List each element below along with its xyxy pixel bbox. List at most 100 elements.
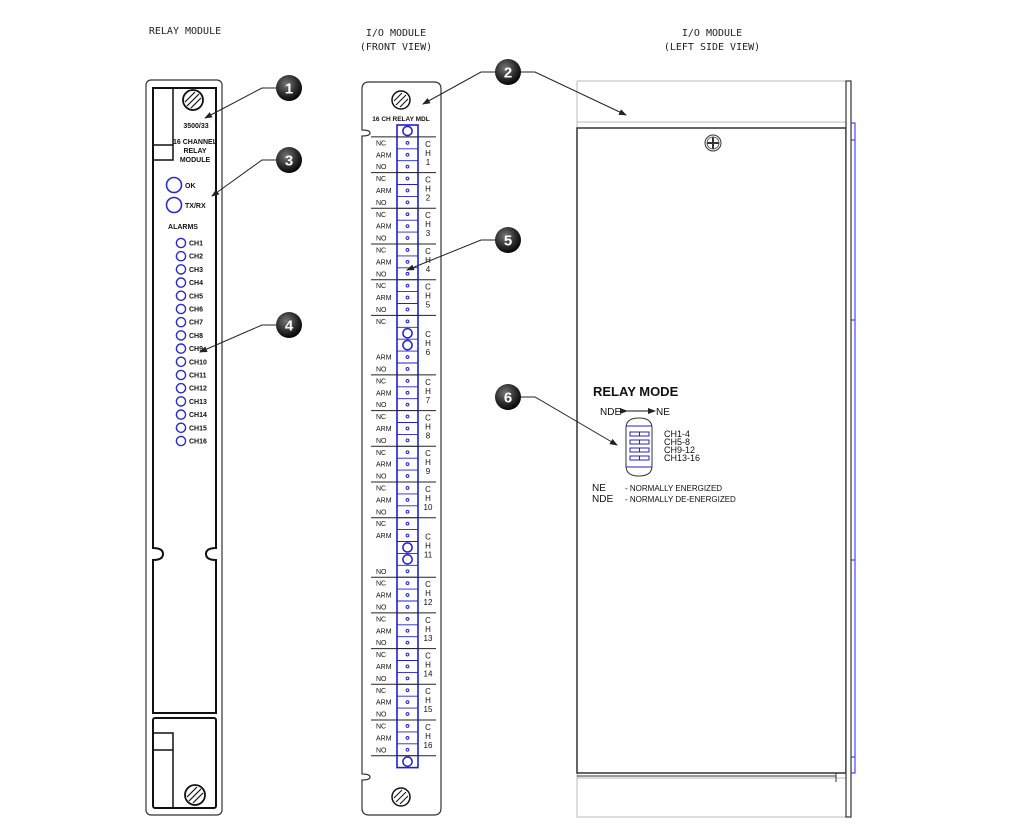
callout-6: 6 (495, 384, 521, 410)
terminal-contact[interactable] (405, 474, 410, 478)
terminal-contact[interactable] (405, 521, 410, 526)
terminal-contact[interactable] (405, 628, 410, 633)
channel-label-h: H (425, 541, 431, 550)
ne-label: NE (656, 407, 670, 418)
contact-label: NC (376, 283, 386, 290)
screw-icon (391, 90, 411, 110)
dip-switch[interactable] (629, 447, 650, 453)
terminal-contact[interactable] (405, 236, 410, 240)
terminal-contact[interactable] (405, 319, 410, 324)
terminal-contact[interactable] (405, 509, 410, 514)
alarm-led (175, 343, 187, 354)
terminal-contact[interactable] (405, 688, 410, 693)
contact-label: NO (376, 640, 387, 647)
terminal-contact[interactable] (405, 640, 410, 645)
dip-switch-label: CH1-4 (664, 429, 690, 439)
terminal-contact[interactable] (405, 307, 410, 312)
dip-switch[interactable] (629, 455, 650, 461)
channel-label: CH9 (425, 449, 431, 476)
contact-label: NC (376, 521, 386, 528)
alarm-led (175, 277, 187, 288)
terminal-contact[interactable] (405, 200, 410, 205)
callout-2: 2 (495, 59, 521, 85)
contact-label: NC (376, 450, 386, 457)
channel-number: 5 (426, 301, 431, 310)
terminal-contact[interactable] (405, 664, 410, 669)
terminal-contact[interactable] (405, 378, 410, 383)
callout-1: 1 (276, 75, 302, 101)
terminal-contact[interactable] (405, 724, 410, 728)
terminal-contact[interactable] (405, 271, 410, 276)
contact-label: ARM (376, 390, 392, 397)
ok-led (165, 176, 183, 194)
terminal-contact[interactable] (405, 652, 410, 657)
screw-icon (391, 787, 411, 807)
channel-label-h: H (425, 625, 431, 634)
contact-label: ARM (376, 628, 392, 635)
contact-label: ARM (376, 533, 392, 540)
alarm-led-label: CH4 (189, 280, 203, 287)
title-io-front: I/O MODULE (366, 28, 426, 39)
channel-label-h: H (425, 732, 431, 741)
terminal-contact[interactable] (405, 390, 410, 395)
terminal-contact[interactable] (405, 700, 410, 705)
terminal-contact[interactable] (405, 712, 410, 716)
terminal-contact[interactable] (405, 367, 410, 371)
terminal-contact[interactable] (405, 497, 410, 502)
contact-label: NC (376, 485, 386, 492)
channel-label-c: C (425, 247, 431, 256)
terminal-contact[interactable] (405, 188, 410, 193)
terminal-contact[interactable] (405, 676, 410, 681)
terminal-contact[interactable] (405, 355, 410, 359)
terminal-contact[interactable] (405, 735, 410, 740)
terminal-contact[interactable] (405, 248, 410, 252)
terminal-contact[interactable] (405, 605, 410, 609)
terminal-contact[interactable] (405, 593, 410, 597)
terminal-contact[interactable] (405, 581, 410, 586)
contact-label: ARM (376, 224, 392, 231)
contact-label: NC (376, 723, 386, 730)
channel-label: CH16 (424, 723, 433, 750)
channel-label-h: H (425, 256, 431, 265)
terminal-contact[interactable] (405, 569, 410, 574)
terminal-contact[interactable] (405, 414, 410, 419)
terminal-contact[interactable] (405, 426, 410, 431)
terminal-contact[interactable] (405, 486, 410, 490)
contact-label: NC (376, 140, 386, 147)
dip-switch[interactable] (629, 431, 650, 437)
title-io-side: I/O MODULE (682, 28, 742, 39)
terminal-contact[interactable] (405, 450, 410, 455)
terminal-contact[interactable] (405, 402, 410, 407)
terminal-contact[interactable] (405, 152, 410, 157)
alarm-led-label: CH12 (189, 386, 207, 393)
callout-number: 2 (504, 65, 512, 82)
terminal-contact[interactable] (405, 259, 410, 264)
terminal-contact[interactable] (405, 295, 410, 300)
terminal-contact[interactable] (405, 533, 410, 538)
subtitle-io-front: (FRONT VIEW) (360, 42, 432, 53)
contact-label: ARM (376, 259, 392, 266)
terminal-contact[interactable] (405, 140, 410, 145)
terminal-contact[interactable] (405, 747, 410, 752)
contact-label: ARM (376, 593, 392, 600)
alarm-led-label: CH16 (189, 439, 207, 446)
dip-switch[interactable] (629, 439, 650, 445)
terminal-contact[interactable] (405, 616, 410, 621)
channel-label-c: C (425, 413, 431, 422)
relay-mode-switch[interactable] (625, 417, 653, 477)
terminal-contact[interactable] (405, 176, 410, 181)
module-name-line3: MODULE (180, 157, 211, 164)
terminal-contact[interactable] (405, 224, 410, 229)
channel-label-c: C (425, 378, 431, 387)
channel-label-c: C (425, 449, 431, 458)
terminal-contact[interactable] (405, 164, 410, 169)
terminal-contact[interactable] (405, 462, 410, 467)
contact-label: NC (376, 652, 386, 659)
terminal-contact[interactable] (405, 212, 410, 217)
contact-label: NO (376, 307, 387, 314)
contact-label: ARM (376, 700, 392, 707)
terminal-contact[interactable] (405, 283, 410, 288)
terminal-contact[interactable] (405, 438, 410, 443)
